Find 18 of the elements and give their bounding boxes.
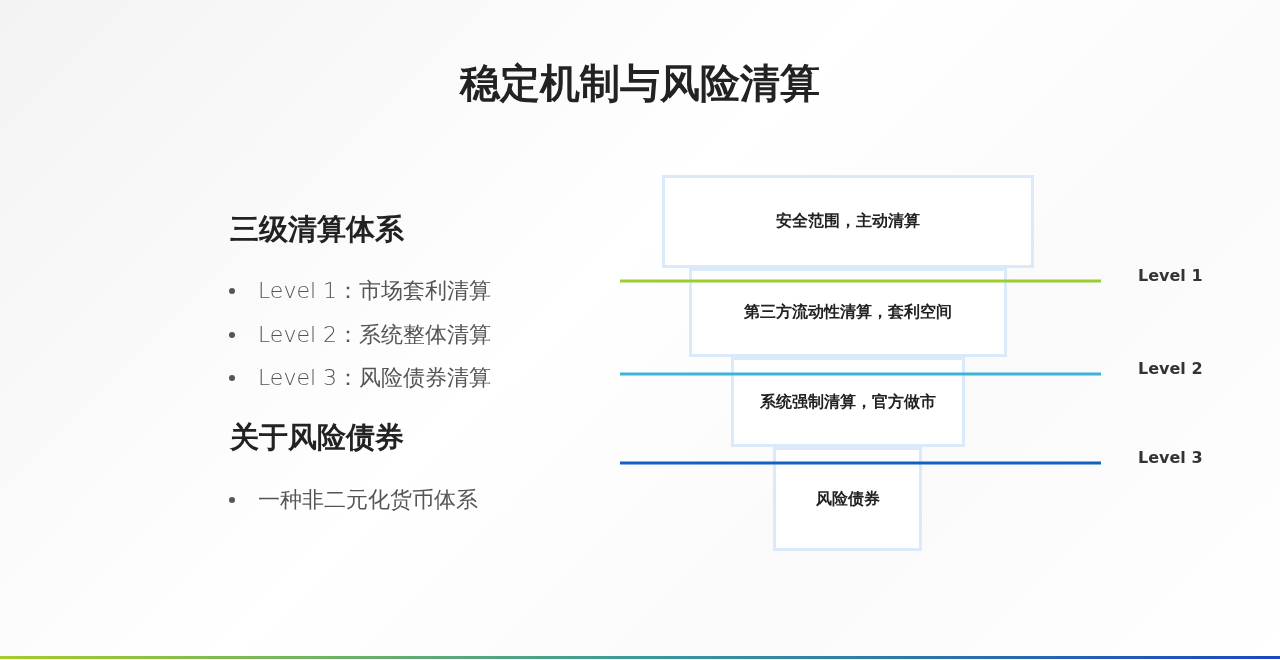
level-label: Level 2 bbox=[1138, 359, 1203, 378]
slide-title: 稳定机制与风险清算 bbox=[458, 59, 821, 108]
level-label: Level 1 bbox=[1138, 266, 1203, 285]
section-heading: 三级清算体系 bbox=[230, 211, 404, 248]
bullet-text: Level 1：市场套利清算 bbox=[258, 277, 492, 305]
box-label: 安全范围，主动清算 bbox=[776, 211, 920, 232]
box-label: 风险债券 bbox=[815, 488, 880, 510]
bullet-text: Level 2：系统整体清算 bbox=[258, 321, 492, 349]
bullet-text: Level 3：风险债券清算 bbox=[258, 364, 492, 392]
level-box bbox=[689, 268, 1007, 357]
level-label: Level 3 bbox=[1138, 448, 1203, 467]
level-box bbox=[731, 357, 965, 447]
level-box bbox=[662, 175, 1034, 268]
box-label: 第三方流动性清算，套利空间 bbox=[744, 302, 952, 323]
level-box bbox=[773, 447, 922, 551]
box-label: 系统强制清算，官方做市 bbox=[760, 391, 936, 413]
section-heading: 关于风险债券 bbox=[230, 419, 404, 456]
bullet-text: 一种非二元化货币体系 bbox=[258, 486, 478, 514]
